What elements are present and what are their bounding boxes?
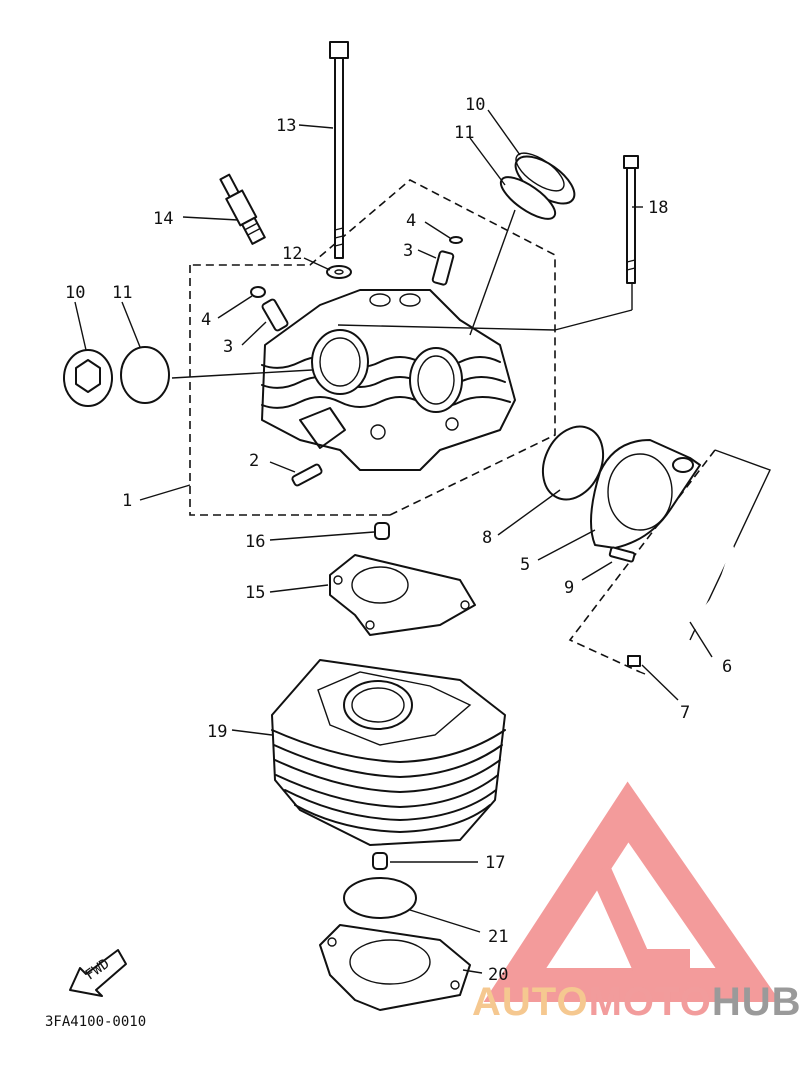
callout-18: 18 <box>648 198 668 218</box>
part-5-breather-cover <box>590 439 701 549</box>
part-1-cylinder-head <box>261 289 516 471</box>
part-14-spark-plug <box>219 173 266 245</box>
watermark-moto: MOTO <box>589 980 712 1024</box>
callout-19: 19 <box>207 722 227 742</box>
watermark-hub: HUB <box>712 980 800 1024</box>
callout-15: 15 <box>245 583 265 603</box>
part-9-screw <box>608 546 636 563</box>
callout-2: 2 <box>249 451 259 471</box>
callout-4-top: 4 <box>406 211 416 231</box>
watermark-text: AUTOMOTOHUB <box>472 980 800 1024</box>
callout-4-left: 4 <box>201 310 211 330</box>
watermark-auto: AUTO <box>472 980 589 1024</box>
callout-10-left: 10 <box>65 283 85 303</box>
fwd-arrow-icon: FWD <box>69 949 127 997</box>
callout-10-top: 10 <box>465 95 485 115</box>
callout-14: 14 <box>153 209 173 229</box>
part-4-seal-left <box>250 286 266 298</box>
callout-6: 6 <box>722 657 732 677</box>
part-21-oring <box>343 877 417 919</box>
callout-12: 12 <box>282 244 302 264</box>
part-16-dowel <box>374 522 390 540</box>
part-11-oring-left <box>120 346 170 404</box>
part-17-dowel <box>372 852 388 870</box>
callout-3-top: 3 <box>403 241 413 261</box>
part-2-stud <box>291 463 323 487</box>
callout-11-left: 11 <box>112 283 132 303</box>
callout-16: 16 <box>245 532 265 552</box>
callout-8: 8 <box>482 528 492 548</box>
part-3-valve-guide-top <box>431 250 455 286</box>
callout-1: 1 <box>122 491 132 511</box>
callout-5: 5 <box>520 555 530 575</box>
part-13-stud-bolt <box>329 41 349 259</box>
callout-9: 9 <box>564 578 574 598</box>
callout-3-left: 3 <box>223 337 233 357</box>
part-20-base-gasket <box>319 924 471 1011</box>
part-4-seal-top <box>449 236 463 244</box>
part-10-cap-left <box>63 349 113 407</box>
diagram-part-code: 3FA4100-0010 <box>45 1014 146 1030</box>
callout-17: 17 <box>485 853 505 873</box>
callout-7: 7 <box>680 703 690 723</box>
callout-21: 21 <box>488 927 508 947</box>
part-19-cylinder <box>271 659 506 846</box>
callout-labels: 1 2 3 3 4 4 5 6 7 8 9 10 10 11 11 12 13 … <box>65 95 732 985</box>
callout-20: 20 <box>488 965 508 985</box>
part-7-clip <box>627 655 641 667</box>
part-15-head-gasket <box>329 554 476 636</box>
part-6-hose <box>645 535 736 660</box>
part-3-valve-guide-left <box>261 298 289 332</box>
cylinder-head-group-outline <box>189 179 556 516</box>
part-8-gasket <box>541 425 605 501</box>
watermark-logo <box>483 781 781 1002</box>
leader-lines <box>74 109 713 974</box>
svg-text:AUTOMOTOHUB: AUTOMOTOHUB <box>472 980 800 1024</box>
part-12-washer <box>326 265 352 279</box>
callout-11-top: 11 <box>454 123 474 143</box>
part-18-bolt <box>623 155 639 284</box>
callout-13: 13 <box>276 116 296 136</box>
